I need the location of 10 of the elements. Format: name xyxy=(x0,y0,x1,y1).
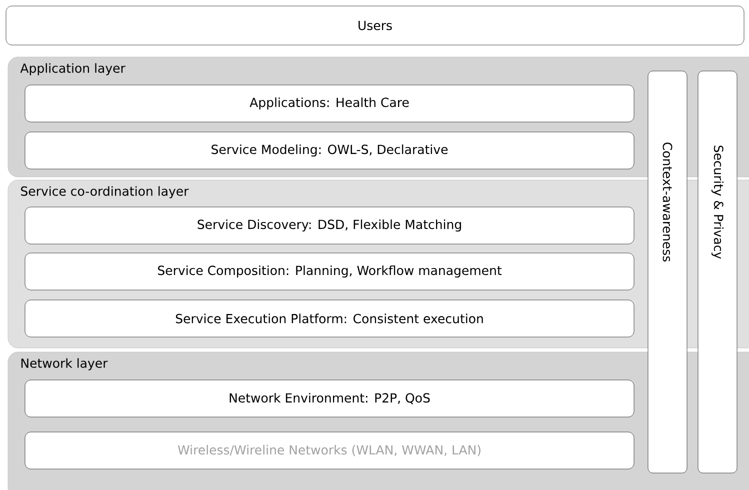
component-box: Service Modeling: OWL-S, Declarative xyxy=(24,132,634,170)
component-box: Wireless/Wireline Networks (WLAN, WWAN, LAN) xyxy=(24,432,634,470)
component-box: Network Environment: P2P, QoS xyxy=(24,380,634,418)
vertical-box: Context-awareness xyxy=(648,70,688,474)
users-box: Users xyxy=(6,6,744,46)
component-box: Service Discovery: DSD, Flexible Matching xyxy=(24,206,634,244)
vertical-box: Security & Privacy xyxy=(698,70,738,474)
component-box: Service Composition: Planning, Workflow management xyxy=(24,252,634,290)
component-box: Service Execution Platform: Consistent execution xyxy=(24,300,634,338)
component-box: Applications: Health Care xyxy=(24,84,634,122)
